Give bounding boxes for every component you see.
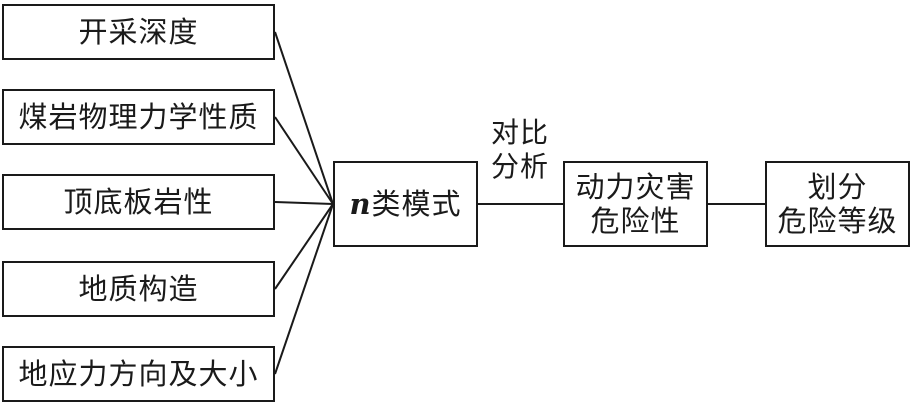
factor-label: 开采深度 (78, 15, 199, 49)
edge-label-line-2: 分析 (490, 150, 549, 183)
connector-factor-1 (274, 116, 334, 205)
mode-label: n类模式 (349, 187, 461, 221)
hazard-line-1: 动力灾害 (575, 170, 696, 204)
mode-variable: n (349, 187, 372, 221)
factor-box-in-situ-stress: 地应力方向及大小 (2, 346, 275, 402)
level-line-1: 划分 (807, 170, 868, 204)
mode-box: n类模式 (333, 161, 478, 247)
connector-factor-0 (274, 31, 334, 205)
connector-factor-4 (274, 203, 334, 375)
mode-text: 类模式 (371, 187, 462, 221)
connector-factor-3 (274, 203, 334, 290)
hazard-box: 动力灾害 危险性 (563, 161, 708, 247)
edge-label-line-1: 对比 (490, 116, 549, 149)
factor-label: 顶底板岩性 (63, 185, 214, 219)
factor-label: 地应力方向及大小 (18, 357, 259, 391)
level-label: 划分 危险等级 (777, 170, 897, 238)
hazard-label: 动力灾害 危险性 (575, 170, 695, 238)
level-line-2: 危险等级 (777, 204, 898, 238)
factor-box-mining-depth: 开采深度 (2, 4, 275, 60)
hazard-line-2: 危险性 (590, 204, 681, 238)
factor-box-roof-floor-lithology: 顶底板岩性 (2, 174, 275, 230)
level-box: 划分 危险等级 (765, 161, 910, 247)
factor-box-coal-rock-properties: 煤岩物理力学性质 (2, 89, 275, 145)
factor-label: 煤岩物理力学性质 (18, 100, 259, 134)
factor-label: 地质构造 (78, 272, 199, 306)
edge-label-compare-analysis: 对比 分析 (480, 116, 560, 184)
factor-box-geological-structure: 地质构造 (2, 261, 275, 317)
connector-factor-2 (274, 201, 334, 205)
